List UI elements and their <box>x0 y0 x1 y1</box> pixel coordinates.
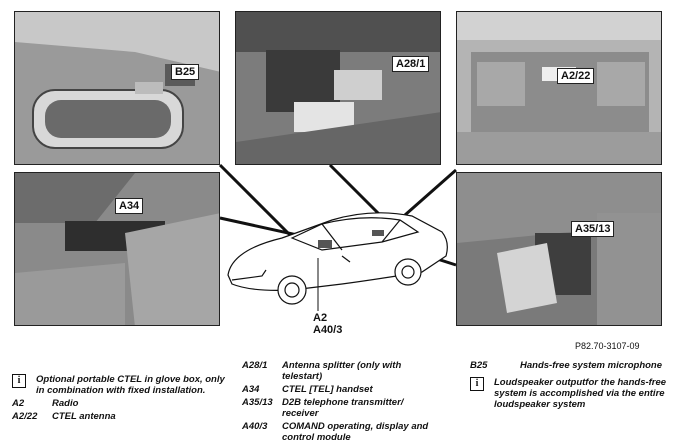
label-a2-22: A2/22 <box>557 68 595 84</box>
legend-item: B25 Hands-free system microphone <box>470 360 663 371</box>
photo-antenna-splitter: A28/1 <box>235 11 441 165</box>
car-label-a2: A2 <box>313 312 328 324</box>
transceiver-image <box>457 173 661 325</box>
legend-column-1: i Optional portable CTEL in glove box, o… <box>12 374 232 424</box>
label-a34: A34 <box>115 198 144 214</box>
legend-note: i Loudspeaker outputfor the hands-free s… <box>470 377 670 410</box>
reference-code: P82.70-3107-09 <box>575 341 640 351</box>
antenna-image <box>457 12 661 164</box>
legend-item: A34 CTEL [TEL] handset <box>242 384 373 395</box>
photo-ctel-handset: A34 <box>14 172 220 326</box>
label-a28-1: A28/1 <box>392 56 430 72</box>
legend-item: A28/1 Antenna splitter (only with telest… <box>242 360 402 382</box>
legend-column-2: A28/1 Antenna splitter (only with telest… <box>242 360 442 445</box>
photo-telephone-transceiver: A35/13 <box>456 172 662 326</box>
legend-column-3: B25 Hands-free system microphone i Louds… <box>470 360 670 412</box>
photo-mirror-microphone: B25 <box>14 11 220 165</box>
legend-item: A40/3 COMAND operating, display and cont… <box>242 421 429 443</box>
info-icon: i <box>12 374 26 388</box>
car-illustration <box>227 212 448 305</box>
legend-note: i Optional portable CTEL in glove box, o… <box>12 374 232 396</box>
info-icon: i <box>470 377 484 391</box>
mirror-image <box>15 12 219 164</box>
splitter-image <box>236 12 440 164</box>
car-label-a40-3: A40/3 <box>313 324 343 336</box>
label-a35-13: A35/13 <box>571 221 615 237</box>
handset-image <box>15 173 219 325</box>
legend-item: A35/13 D2B telephone transmitter/ receiv… <box>242 397 404 419</box>
photo-ctel-antenna: A2/22 <box>456 11 662 165</box>
legend-item: A2 Radio <box>12 398 79 409</box>
legend-item: A2/22 CTEL antenna <box>12 411 116 422</box>
label-b25: B25 <box>171 64 200 80</box>
